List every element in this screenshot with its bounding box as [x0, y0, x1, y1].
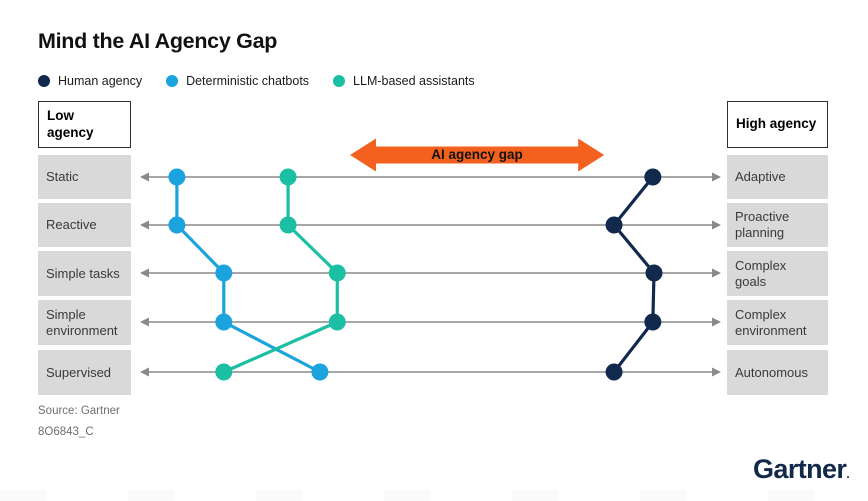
series-point-human-agency-row-2 — [645, 264, 663, 282]
series-point-human-agency-row-4 — [605, 363, 623, 381]
gartner-logo: Gartner. — [753, 454, 850, 485]
axis-header-low-agency: Low agency — [38, 101, 131, 148]
row-left-arrowhead-icon-1 — [140, 220, 149, 230]
page-title: Mind the AI Agency Gap — [38, 29, 278, 53]
series-point-llm-based-assistants-row-4 — [215, 363, 233, 381]
row-label-left-simple-tasks: Simple tasks — [38, 251, 131, 296]
row-label-left-static: Static — [38, 155, 131, 199]
row-label-right-complex-environment: Complex environment — [727, 300, 828, 345]
row-left-arrowhead-icon-3 — [140, 317, 149, 327]
source-text: Source: Gartner — [38, 405, 120, 417]
row-right-arrowhead-icon-4 — [712, 367, 721, 377]
row-label-left-supervised: Supervised — [38, 350, 131, 395]
series-point-llm-based-assistants-row-3 — [328, 313, 346, 331]
row-left-arrowhead-icon-0 — [140, 172, 149, 182]
legend-dot-human-agency-icon — [38, 75, 50, 87]
legend-label: Deterministic chatbots — [186, 74, 310, 88]
series-point-deterministic-chatbots-row-2 — [215, 264, 233, 282]
series-point-deterministic-chatbots-row-4 — [311, 363, 329, 381]
series-point-llm-based-assistants-row-2 — [328, 264, 346, 282]
ai-agency-gap-arrow-icon — [350, 138, 605, 172]
series-point-deterministic-chatbots-row-1 — [168, 216, 186, 234]
legend-dot-llm-based-assistants-icon — [333, 75, 346, 87]
legend-label: Human agency — [58, 74, 143, 88]
legend: Human agency Deterministic chatbots LLM-… — [38, 74, 475, 88]
legend-label: LLM-based assistants — [353, 74, 475, 88]
series-point-llm-based-assistants-row-1 — [279, 216, 297, 234]
axis-header-high-agency: High agency — [727, 101, 828, 148]
series-point-human-agency-row-0 — [644, 168, 662, 186]
bottom-artifact-strip — [0, 490, 868, 501]
series-point-llm-based-assistants-row-0 — [279, 168, 297, 186]
legend-item-human-agency: Human agency — [38, 74, 142, 88]
ai-agency-gap-label: AI agency gap — [431, 147, 523, 162]
series-line-deterministic-chatbots — [175, 175, 322, 374]
row-label-left-reactive: Reactive — [38, 203, 131, 247]
series-point-deterministic-chatbots-row-0 — [168, 168, 186, 186]
row-left-arrowhead-icon-4 — [140, 367, 149, 377]
legend-item-llm-based-assistants: LLM-based assistants — [333, 74, 475, 88]
row-label-right-adaptive: Adaptive — [727, 155, 828, 199]
source-id: 8O6843_C — [38, 426, 94, 438]
row-right-arrowhead-icon-0 — [712, 172, 721, 182]
series-point-human-agency-row-1 — [605, 216, 623, 234]
row-left-arrowhead-icon-2 — [140, 268, 149, 278]
gartner-logo-text: Gartner — [753, 454, 847, 484]
series-point-human-agency-row-3 — [644, 313, 662, 331]
row-label-left-simple-environment: Simple environment — [38, 300, 131, 345]
gartner-logo-mark: . — [846, 467, 850, 481]
row-label-right-autonomous: Autonomous — [727, 350, 828, 395]
row-label-right-proactive-planning: Proactive planning — [727, 203, 828, 247]
row-right-arrowhead-icon-1 — [712, 220, 721, 230]
row-right-arrowhead-icon-3 — [712, 317, 721, 327]
series-line-llm-based-assistants — [222, 175, 339, 374]
series-point-deterministic-chatbots-row-3 — [215, 313, 233, 331]
legend-dot-deterministic-chatbots-icon — [166, 75, 179, 87]
legend-item-deterministic-chatbots: Deterministic chatbots — [166, 74, 309, 88]
row-right-arrowhead-icon-2 — [712, 268, 721, 278]
row-label-right-complex-goals: Complex goals — [727, 251, 828, 296]
